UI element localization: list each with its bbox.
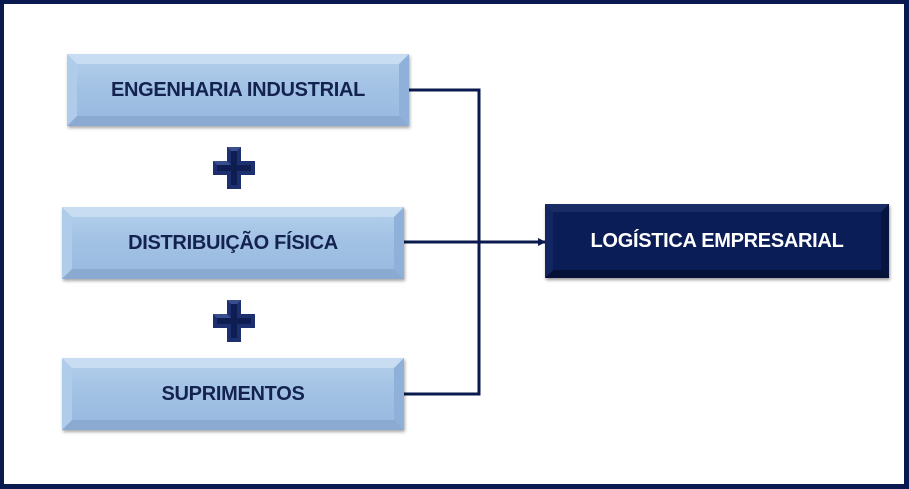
- box-engenharia-industrial: ENGENHARIA INDUSTRIAL: [67, 54, 409, 126]
- box-logistica-empresarial: LOGÍSTICA EMPRESARIAL: [545, 204, 889, 278]
- box-label: ENGENHARIA INDUSTRIAL: [110, 78, 366, 101]
- box-suprimentos: SUPRIMENTOS: [62, 358, 404, 430]
- box-distribuicao-fisica: DISTRIBUIÇÃO FÍSICA: [62, 207, 404, 279]
- box-label: DISTRIBUIÇÃO FÍSICA: [128, 231, 338, 254]
- box-label: SUPRIMENTOS: [161, 382, 305, 405]
- box-label: LOGÍSTICA EMPRESARIAL: [590, 229, 844, 252]
- plus-icon: [213, 147, 255, 189]
- plus-icon: [213, 300, 255, 342]
